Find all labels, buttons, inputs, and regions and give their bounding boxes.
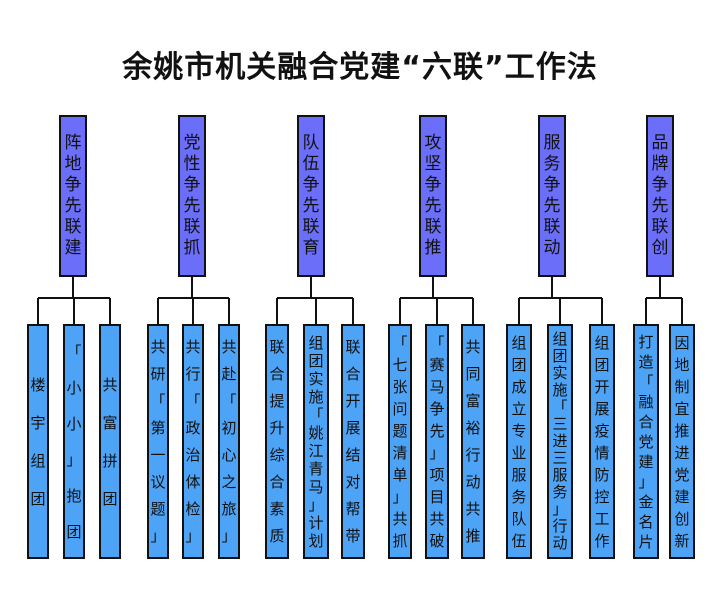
group-4-item-1: 「七张问题清单」共抓 [388, 324, 412, 559]
group-6-item-2: 因地制宜推进党建创新 [669, 324, 695, 559]
group-3-title-box: 队伍争先联育 [297, 115, 325, 277]
group-3-item-1: 联合提升综合素质 [265, 324, 289, 559]
group-5-title-box: 服务争先联动 [538, 115, 566, 277]
group-3-item-3: 联合开展结对帮带 [341, 324, 365, 559]
group-1-item-3: 共富拼团 [99, 324, 121, 559]
group-2-item-2: 共行「政治体检」 [182, 324, 204, 559]
group-2-title-box: 党性争先联抓 [178, 115, 206, 277]
group-4-item-2: 「赛马争先」项目共破 [425, 324, 449, 559]
group-5-item-2: 组团实施「三进三服务」行动 [547, 324, 573, 559]
group-1-item-1: 楼宇组团 [27, 324, 49, 559]
group-1-title-box: 阵地争先联建 [59, 115, 87, 277]
group-5-item-1: 组团成立专业服务队伍 [506, 324, 532, 559]
group-3-item-2: 组团实施「姚江青马」计划 [303, 324, 329, 559]
diagram-title: 余姚市机关融合党建“六联”工作法 [122, 50, 598, 85]
group-4-title-box: 攻坚争先联推 [419, 115, 447, 277]
group-2-item-1: 共研「第一议题」 [147, 324, 169, 559]
group-1-item-2: 「小小」抱团 [63, 324, 85, 559]
group-4-item-3: 共同富裕行动共推 [461, 324, 485, 559]
group-6-item-1: 打造「融合党建」金名片 [633, 324, 659, 559]
group-2-item-3: 共赴「初心之旅」 [218, 324, 240, 559]
group-5-item-3: 组团开展疫情防控工作 [589, 324, 615, 559]
group-6-title-box: 品牌争先联创 [646, 115, 674, 277]
